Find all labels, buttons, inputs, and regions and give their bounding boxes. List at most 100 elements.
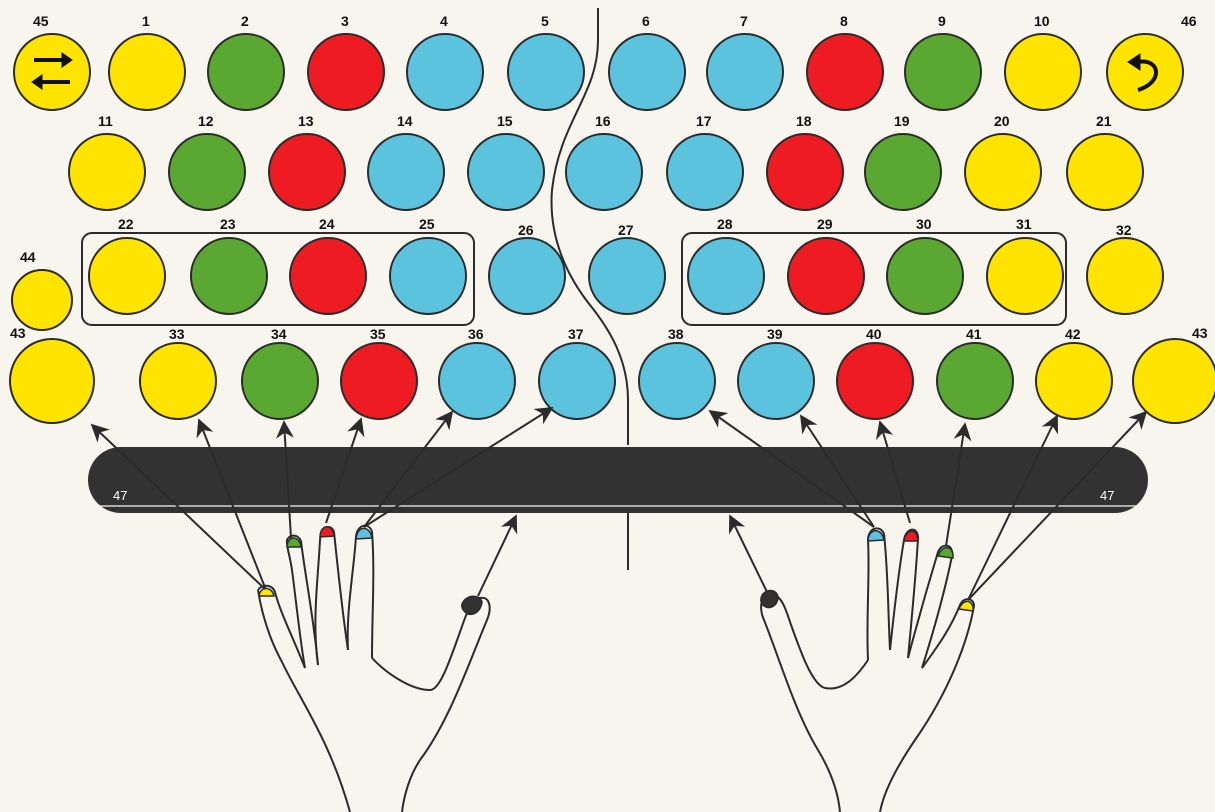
key-label: 13 xyxy=(298,113,314,129)
key-17[interactable]: 17 xyxy=(666,113,744,211)
key-label: 5 xyxy=(541,13,549,29)
right-index-finger xyxy=(866,527,891,661)
key-label: 4 xyxy=(440,13,448,29)
key-label: 27 xyxy=(618,222,634,238)
key-label: 39 xyxy=(767,326,783,342)
key-label: 7 xyxy=(740,13,748,29)
key-31[interactable]: 31 xyxy=(986,216,1064,315)
key-13[interactable]: 13 xyxy=(268,113,346,211)
key-label: 30 xyxy=(916,216,932,232)
key-12[interactable]: 12 xyxy=(168,113,246,211)
key-43-left[interactable]: 43 xyxy=(9,325,95,424)
key-37[interactable]: 37 xyxy=(538,326,616,420)
key-45[interactable]: 45 xyxy=(13,13,91,111)
key-29[interactable]: 29 xyxy=(787,216,865,315)
left-little-finger xyxy=(285,534,319,669)
home-keys-right-frame xyxy=(681,232,1067,326)
key-43-right[interactable]: 43 xyxy=(1132,325,1215,424)
key-2[interactable]: 2 xyxy=(207,13,285,111)
key-35[interactable]: 35 xyxy=(340,326,418,420)
key-16[interactable]: 16 xyxy=(565,113,643,211)
key-label: 16 xyxy=(595,113,611,129)
key-label: 17 xyxy=(696,113,712,129)
key-label: 19 xyxy=(894,113,910,129)
arrow-left-little-to-33 xyxy=(196,418,267,591)
key-label: 36 xyxy=(468,326,484,342)
key-41[interactable]: 41 xyxy=(936,326,1014,420)
key-20[interactable]: 20 xyxy=(964,113,1042,211)
key-3[interactable]: 3 xyxy=(307,13,385,111)
key-label: 15 xyxy=(497,113,513,129)
key-8[interactable]: 8 xyxy=(806,13,884,111)
key-label: 10 xyxy=(1034,13,1050,29)
key-label: 34 xyxy=(271,326,287,342)
key-label: 29 xyxy=(817,216,833,232)
arrow-left-middle-to-35 xyxy=(325,417,365,524)
key-label: 18 xyxy=(796,113,812,129)
key-21[interactable]: 21 xyxy=(1066,113,1144,211)
finger-arrows xyxy=(90,407,1148,601)
key-30[interactable]: 30 xyxy=(886,216,964,315)
right-thumb-nail xyxy=(760,589,779,609)
key-32[interactable]: 32 xyxy=(1086,222,1164,315)
key-label: 23 xyxy=(220,216,236,232)
key-5[interactable]: 5 xyxy=(507,13,585,111)
key-label: 41 xyxy=(966,326,982,342)
key-28[interactable]: 28 xyxy=(687,216,765,315)
key-label: 46 xyxy=(1181,13,1197,29)
right-little-fingertip xyxy=(957,600,974,612)
key-label: 12 xyxy=(198,113,214,129)
key-39[interactable]: 39 xyxy=(737,326,815,420)
key-15[interactable]: 15 xyxy=(467,113,545,211)
key-23[interactable]: 23 xyxy=(190,216,268,315)
key-40[interactable]: 40 xyxy=(836,326,914,420)
right-ring-finger xyxy=(907,544,954,669)
key-label: 9 xyxy=(938,13,946,29)
key-1[interactable]: 1 xyxy=(108,13,186,111)
key-22[interactable]: 22 xyxy=(88,216,166,315)
arrow-left-index-to-37 xyxy=(363,407,554,528)
key-10[interactable]: 10 xyxy=(1004,13,1082,111)
tab-arrows-icon xyxy=(31,52,73,90)
arrow-left-thumb-to-spacebar xyxy=(477,514,518,597)
key-44[interactable]: 44 xyxy=(11,249,73,331)
key-label: 28 xyxy=(717,216,733,232)
left-palm-right xyxy=(371,596,491,812)
key-7[interactable]: 7 xyxy=(706,13,784,111)
arrow-right-ring-to-41 xyxy=(945,422,972,547)
spacebar[interactable]: 47 47 xyxy=(88,447,1148,513)
fingertips xyxy=(258,526,974,616)
key-label: 33 xyxy=(169,326,185,342)
key-25[interactable]: 25 xyxy=(389,216,467,315)
home-keys-left-frame xyxy=(81,232,475,326)
key-27[interactable]: 27 xyxy=(588,222,666,315)
key-4[interactable]: 4 xyxy=(406,13,484,111)
key-label: 42 xyxy=(1065,326,1081,342)
key-26[interactable]: 26 xyxy=(488,222,566,315)
right-middle-finger xyxy=(889,528,920,659)
key-9[interactable]: 9 xyxy=(904,13,982,111)
left-little-fingertip xyxy=(258,587,275,597)
arrow-right-little-to-42 xyxy=(967,414,1059,601)
key-19[interactable]: 19 xyxy=(864,113,942,211)
key-label: 21 xyxy=(1096,113,1112,129)
key-label: 24 xyxy=(319,216,335,232)
spacebar-label-right: 47 xyxy=(1100,488,1114,503)
key-42[interactable]: 42 xyxy=(1035,326,1113,420)
key-24[interactable]: 24 xyxy=(289,216,367,315)
key-38[interactable]: 38 xyxy=(638,326,716,420)
key-34[interactable]: 34 xyxy=(241,326,319,420)
key-33[interactable]: 33 xyxy=(139,326,217,420)
key-46[interactable]: 46 xyxy=(1106,13,1197,111)
right-index-fingertip xyxy=(867,530,885,542)
key-36[interactable]: 36 xyxy=(438,326,516,420)
key-label: 44 xyxy=(20,249,36,265)
key-6[interactable]: 6 xyxy=(608,13,686,111)
hand-split-divider xyxy=(550,8,629,445)
left-middle-finger xyxy=(346,524,375,659)
key-11[interactable]: 11 xyxy=(68,113,146,211)
arrow-right-index-to-38 xyxy=(708,409,875,528)
key-label: 20 xyxy=(994,113,1010,129)
key-18[interactable]: 18 xyxy=(766,113,844,211)
key-14[interactable]: 14 xyxy=(367,113,445,211)
